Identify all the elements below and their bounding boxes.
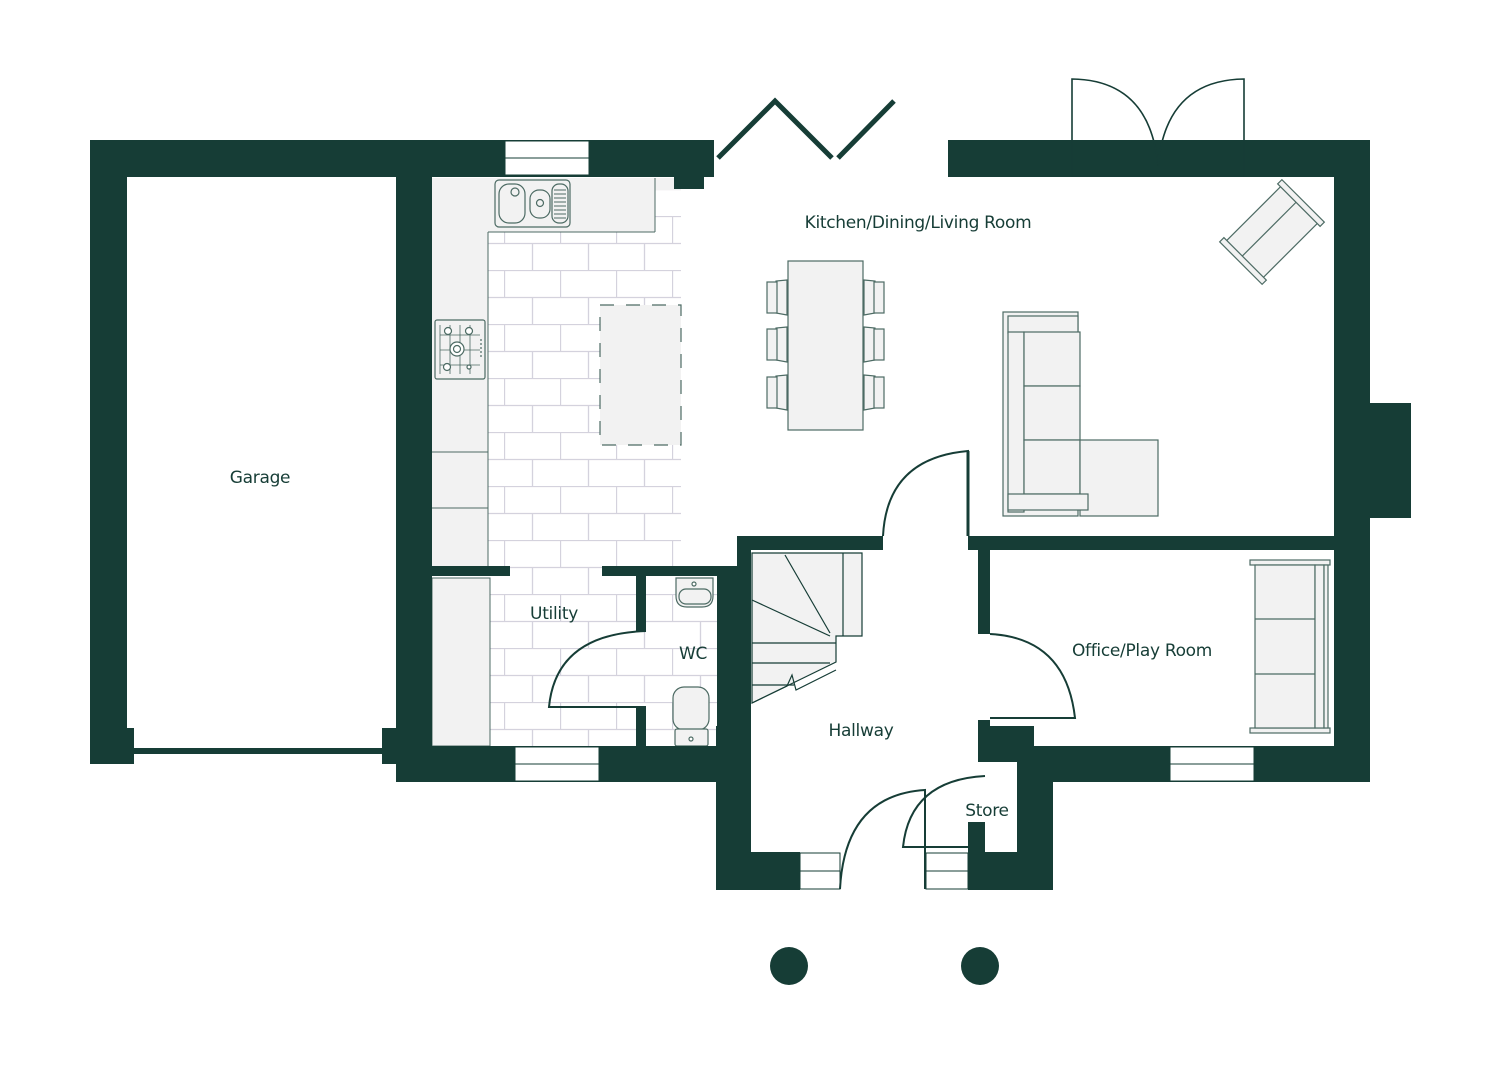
post-left-icon (770, 947, 808, 985)
room-label-office-play-room: Office/Play Room (1071, 641, 1213, 661)
room-label-store: Store (965, 801, 1009, 821)
door-store (901, 775, 986, 848)
window-hall-right (925, 852, 969, 872)
front-door (839, 788, 926, 890)
room-label-garage: Garage (229, 468, 291, 488)
office-sofa-icon (1249, 559, 1331, 734)
door-utility-wc (547, 630, 647, 708)
sink-icon (494, 179, 571, 228)
bifold-door (716, 97, 896, 160)
windows (504, 140, 1255, 890)
dining-table-icon (766, 260, 885, 431)
armchair-icon (1218, 178, 1326, 286)
window-kitchen (504, 140, 590, 159)
room-label-kitchen-dining-living: Kitchen/Dining/Living Room (804, 213, 1032, 233)
room-label-hallway: Hallway (828, 721, 894, 741)
window-utility (514, 746, 600, 765)
doors (547, 78, 1245, 890)
kitchen-island (599, 304, 682, 446)
window-office (1169, 746, 1255, 765)
wc-basin-icon (675, 577, 714, 608)
staircase-icon (751, 552, 863, 704)
chair-icon (766, 279, 885, 411)
hob-icon (434, 319, 486, 380)
room-label-utility: Utility (530, 604, 578, 624)
french-doors (1071, 78, 1245, 177)
walls (90, 140, 1411, 890)
door-office (989, 633, 1077, 719)
room-label-wc: WC (678, 644, 708, 664)
door-hall-kitchen (882, 449, 969, 537)
garage-door (134, 748, 382, 754)
toilet-icon (672, 686, 710, 747)
window-hall-left (799, 852, 841, 872)
corner-sofa-icon (1002, 311, 1159, 517)
post-right-icon (961, 947, 999, 985)
entrance-posts (770, 947, 999, 985)
